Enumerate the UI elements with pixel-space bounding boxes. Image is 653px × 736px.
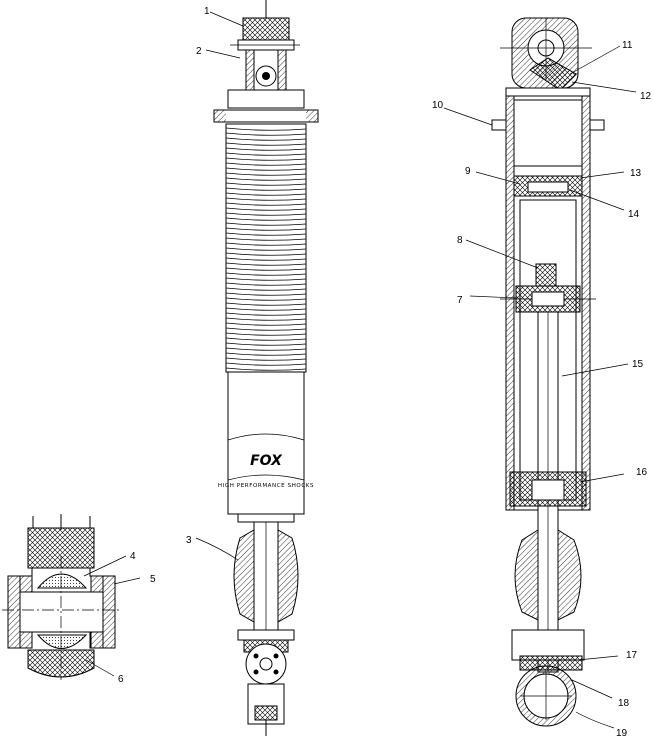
spring-coil [225, 177, 307, 181]
spring-coil [225, 142, 307, 146]
spring-coil [225, 242, 307, 246]
spring-coil [225, 237, 307, 241]
spring-coil [225, 147, 307, 151]
spring-coil [225, 302, 307, 306]
callout-18: 18 [618, 698, 630, 709]
callout-10: 10 [432, 100, 444, 111]
spring-coil [225, 252, 307, 256]
spring-coil [225, 197, 307, 201]
spring-coil [225, 247, 307, 251]
callout-15: 15 [632, 359, 644, 370]
spring-coil [225, 327, 307, 331]
callout-6: 6 [118, 674, 124, 685]
callout-4: 4 [130, 551, 136, 562]
spring-coil [225, 277, 307, 281]
spring-coil [225, 317, 307, 321]
callout-3: 3 [186, 535, 192, 546]
spring-coil [225, 212, 307, 216]
brand-tagline: HIGH PERFORMANCE SHOCKS [218, 483, 314, 489]
spring-coil [225, 152, 307, 156]
callout-1: 1 [204, 6, 210, 17]
callout-13: 13 [630, 168, 642, 179]
spring-coil [225, 337, 307, 341]
callout-5: 5 [150, 574, 156, 585]
spring-coil [225, 282, 307, 286]
callout-17: 17 [626, 650, 638, 661]
spring-coil [225, 162, 307, 166]
callout-8: 8 [457, 235, 463, 246]
spring-coil [225, 292, 307, 296]
callout-19: 19 [616, 728, 628, 736]
spring-coil [225, 287, 307, 291]
spring-coil [225, 362, 307, 366]
spring-coil [225, 137, 307, 141]
spring-coil [225, 352, 307, 356]
spring-coil [225, 217, 307, 221]
spring-coil [225, 347, 307, 351]
callout-12: 12 [640, 91, 652, 102]
callout-14: 14 [628, 209, 640, 220]
spring-coil [225, 182, 307, 186]
callout-9: 9 [465, 166, 471, 177]
spring-coil [225, 257, 307, 261]
spring-coil [225, 187, 307, 191]
callout-2: 2 [196, 46, 202, 57]
mount-bearing-detail [2, 514, 120, 680]
callout-7: 7 [457, 295, 463, 306]
callout-16: 16 [636, 467, 648, 478]
spring-coil [225, 157, 307, 161]
brand-logo: FOX [250, 453, 283, 469]
spring-coil [225, 262, 307, 266]
spring-coil [225, 172, 307, 176]
spring-coil [225, 322, 307, 326]
spring-coil [225, 312, 307, 316]
spring-coil [225, 272, 307, 276]
spring-coil [225, 367, 307, 371]
spring-coil [225, 332, 307, 336]
spring-coil [225, 207, 307, 211]
assembled-shock: FOX HIGH PERFORMANCE SHOCKS [213, 0, 319, 736]
spring-coil [225, 357, 307, 361]
spring-coil [225, 127, 307, 131]
spring-coil [225, 307, 307, 311]
callout-11: 11 [622, 40, 633, 51]
callouts: 1 2 3 4 5 6 7 8 9 10 11 12 13 14 15 16 1… [118, 6, 652, 736]
spring-coil [225, 132, 307, 136]
spring-coil [225, 192, 307, 196]
spring-coil [225, 227, 307, 231]
spring-coil [225, 232, 307, 236]
spring-coil [225, 297, 307, 301]
spring-coil [225, 222, 307, 226]
spring-coil [225, 202, 307, 206]
leader-lines [83, 11, 637, 729]
shock-cross-section [491, 17, 605, 727]
spring-coil [225, 267, 307, 271]
spring-coil [225, 167, 307, 171]
spring-coil [225, 342, 307, 346]
